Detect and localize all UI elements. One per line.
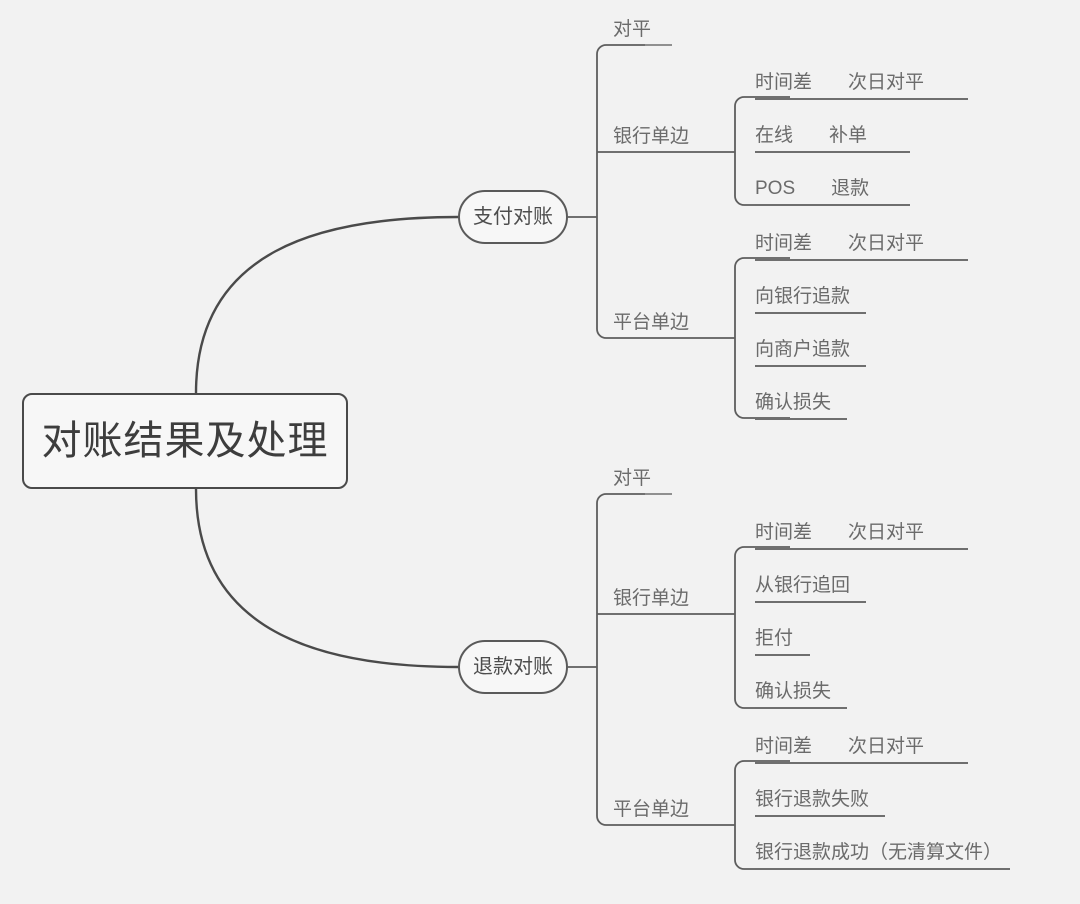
lvl3-rule <box>755 601 866 603</box>
edge-root-refund <box>194 487 460 669</box>
branch-node-payment-label: 支付对账 <box>473 206 553 228</box>
lvl3-label: POS <box>755 178 796 199</box>
lvl3-label: 拒付 <box>755 628 794 649</box>
lvl3-label: 确认损失 <box>755 681 832 702</box>
lvl3-rule <box>755 548 968 550</box>
lvl3-label: 银行退款成功（无清算文件） <box>755 842 1003 863</box>
lvl3-label: 向商户追款 <box>755 339 851 360</box>
lvl3-rule <box>755 418 847 420</box>
lvl3-rule <box>755 98 968 100</box>
lvl3-label: 向银行追款 <box>755 286 851 307</box>
lvl3-result: 补单 <box>829 125 868 146</box>
edge-root-payment <box>194 215 460 395</box>
branch-node-payment[interactable]: 支付对账 <box>458 190 568 244</box>
lvl3-rule <box>755 204 910 206</box>
lvl3-rule <box>755 365 866 367</box>
lvl2-label-payment-platform[interactable]: 平台单边 <box>613 312 690 333</box>
lvl3-rule <box>755 654 810 656</box>
lvl2-label-payment-duiping[interactable]: 对平 <box>613 19 652 40</box>
lvl3-rule <box>755 868 1010 870</box>
lvl3-label: 时间差 <box>755 522 813 543</box>
lvl3-label: 时间差 <box>755 72 813 93</box>
lvl3-row-ref-plat-fail[interactable]: 银行退款失败 <box>755 790 885 817</box>
lvl3-result: 次日对平 <box>848 72 925 93</box>
lvl3-row-ref-bank-time[interactable]: 时间差 次日对平 <box>755 523 968 550</box>
lvl3-row-ref-bank-chargeback[interactable]: 拒付 <box>755 629 810 656</box>
lvl3-rule <box>755 707 847 709</box>
lvl3-rule <box>755 762 968 764</box>
lvl3-rule <box>755 312 866 314</box>
lvl3-row-pay-plat-merchantclaim[interactable]: 向商户追款 <box>755 340 866 367</box>
lvl2-label-refund-platform[interactable]: 平台单边 <box>613 799 690 820</box>
lvl2-label-refund-bank[interactable]: 银行单边 <box>613 588 690 609</box>
lvl3-label: 从银行追回 <box>755 575 851 596</box>
edge-payment-spine <box>596 44 645 339</box>
lvl3-row-pay-plat-bankclaim[interactable]: 向银行追款 <box>755 287 866 314</box>
lvl3-result: 次日对平 <box>848 522 925 543</box>
lvl3-row-pay-bank-pos[interactable]: POS 退款 <box>755 179 910 206</box>
lvl2-label-payment-bank[interactable]: 银行单边 <box>613 126 690 147</box>
lvl3-row-ref-plat-success[interactable]: 银行退款成功（无清算文件） <box>755 843 1010 870</box>
lvl3-result: 退款 <box>831 178 870 199</box>
lvl3-row-pay-plat-time[interactable]: 时间差 次日对平 <box>755 234 968 261</box>
branch-node-refund[interactable]: 退款对账 <box>458 640 568 694</box>
root-node[interactable]: 对账结果及处理 <box>22 393 348 489</box>
lvl3-rule <box>755 259 968 261</box>
lvl3-label: 时间差 <box>755 233 813 254</box>
lvl3-row-pay-plat-loss[interactable]: 确认损失 <box>755 393 847 420</box>
lvl3-row-ref-plat-time[interactable]: 时间差 次日对平 <box>755 737 968 764</box>
lvl3-label: 银行退款失败 <box>755 789 870 810</box>
lvl3-rule <box>755 815 885 817</box>
lvl3-label: 在线 <box>755 125 794 146</box>
lvl3-row-pay-bank-time[interactable]: 时间差 次日对平 <box>755 73 968 100</box>
root-node-label: 对账结果及处理 <box>41 419 329 463</box>
edge-refund-spine <box>596 493 645 826</box>
lvl3-result: 次日对平 <box>848 736 925 757</box>
lvl3-result: 次日对平 <box>848 233 925 254</box>
lvl3-label: 确认损失 <box>755 392 832 413</box>
branch-node-refund-label: 退款对账 <box>473 656 553 678</box>
lvl3-label: 时间差 <box>755 736 813 757</box>
lvl3-rule <box>755 151 910 153</box>
lvl3-row-ref-bank-loss[interactable]: 确认损失 <box>755 682 847 709</box>
lvl3-row-ref-bank-recover[interactable]: 从银行追回 <box>755 576 866 603</box>
lvl3-row-pay-bank-online[interactable]: 在线 补单 <box>755 126 910 153</box>
lvl2-label-refund-duiping[interactable]: 对平 <box>613 468 652 489</box>
